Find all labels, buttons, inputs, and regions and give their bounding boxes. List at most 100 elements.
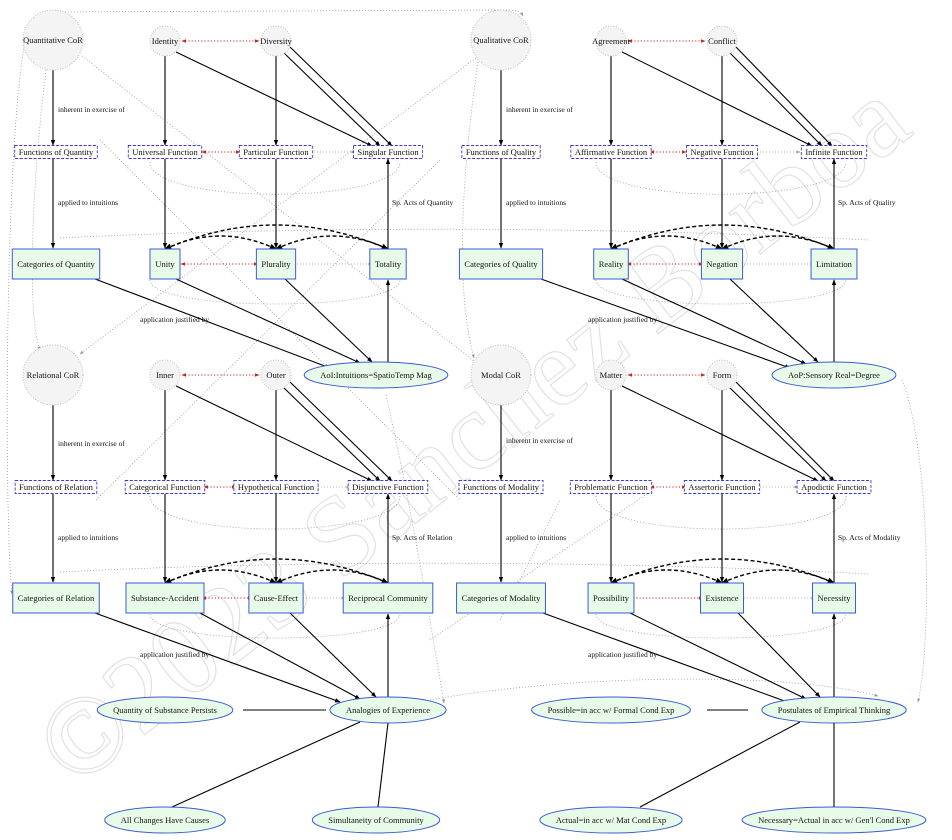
node-shape [456,582,546,614]
node-label: Reality [599,259,624,269]
node-apodictic-function: Apodictic Function [796,480,872,494]
node-possibility: Possibility [587,582,635,614]
node-label: Singular Function [357,147,419,157]
node-matter: Matter [595,359,627,391]
node-relational-cor: Relational CoR [22,344,84,406]
dotted-connection [901,379,927,703]
node-shape [260,25,292,57]
node-shape [125,582,205,614]
node-shape [593,248,629,280]
node-negative-function: Negative Function [686,145,758,159]
node-shape [149,248,181,280]
node-label: Quantity of Substance Persists [113,705,217,715]
dashed-arc [164,224,389,250]
node-label: Categories of Quantity [17,259,95,269]
node-shape [458,248,544,280]
dotted-connection [595,495,847,530]
node-aoi: AoI:Intuitions=SpatioTemp Mag [303,361,449,389]
dotted-connection [59,562,869,575]
node-aop: AoP:Sensory Real=Degree [771,361,897,389]
edges [50,39,837,808]
node-label: Necessity [817,593,851,603]
node-necessity: Necessity [811,582,857,614]
edge-label: Sp. Acts of Modality [838,533,901,542]
node-label: Plurality [261,259,291,269]
node-cause-effect: Cause-Effect [248,582,304,614]
node-form: Form [706,359,738,391]
node-label: Qualitative CoR [473,35,529,45]
dotted-connections [6,9,927,704]
node-shape [22,9,84,71]
node-particular-function: Particular Function [238,145,314,159]
edge-line [542,612,791,704]
node-label: AoP:Sensory Real=Degree [788,370,880,380]
dotted-connection [31,69,47,351]
node-unity: Unity [149,248,181,280]
node-categories-of-relation: Categories of Relation [12,582,100,614]
dashed-arc [610,569,723,584]
node-shape [761,696,907,724]
node-totality: Totality [369,248,407,280]
dotted-connection [149,279,401,305]
node-shape [461,145,541,159]
edge-line [737,612,821,698]
node-actual: Actual=in acc w/ Mat Cond Exp [539,806,683,834]
edge-line [729,387,827,482]
node-label: Analogies of Experience [346,705,430,715]
node-shape [11,248,101,280]
dotted-connection [6,27,29,595]
edge-line [175,278,361,364]
node-shape [149,25,181,57]
node-label: AoI:Intuitions=SpatioTemp Mag [320,370,432,380]
node-label: Apodictic Function [801,482,868,492]
node-shape [255,248,297,280]
node-label: Universal Function [132,147,198,157]
edge-line [289,381,393,482]
dotted-connection [595,613,847,639]
node-shape [260,359,292,391]
node-label: Agreement [592,36,630,46]
node-universal-function: Universal Function [127,145,203,159]
edge-line [629,612,807,700]
node-quantitative-cor: Quantitative CoR [22,9,84,71]
node-functions-of-relation: Functions of Relation [14,480,98,494]
node-label: Disjunctive Function [352,482,424,492]
node-label: Categories of Relation [18,593,95,603]
edge-label: Sp. Acts of Relation [392,533,453,542]
edge-line [621,385,819,482]
edge-line [735,46,833,147]
edge-line [621,278,807,365]
node-shape [14,145,98,159]
node-label: Actual=in acc w/ Mat Cond Exp [556,815,666,825]
node-shape [570,145,652,159]
node-label: Categories of Quality [464,259,538,269]
edge-line [283,52,381,147]
node-label: Postulates of Empirical Thinking [778,705,891,715]
dotted-connection [595,161,847,195]
node-label: Assertoric Function [688,482,756,492]
node-label: Inner [156,370,174,380]
node-affirmative-function: Affirmative Function [570,145,652,159]
edge-label: inherent in exercise of [506,436,573,445]
dotted-connection [429,491,651,641]
node-possible: Possible=in acc w/ Formal Cond Exp [531,696,691,724]
node-shape [458,480,544,494]
node-plurality: Plurality [255,248,297,280]
node-label: Modal CoR [481,370,521,380]
node-disjunctive-function: Disjunctive Function [347,480,429,494]
edge-label: applied to intuitions [58,533,118,542]
node-simultaneity-of-community: Simultaneity of Community [311,806,441,834]
node-categories-of-modality: Categories of Modality [456,582,546,614]
node-infinite-function: Infinite Function [800,145,868,159]
node-qualitative-cor: Qualitative CoR [470,9,532,71]
node-shape [238,145,314,159]
node-categorical-function: Categorical Function [124,480,206,494]
watermark: ©2023 Sanchez Borboa [13,55,931,810]
node-shape [470,9,532,71]
edge-label: applied to intuitions [506,198,566,207]
node-existence: Existence [699,582,745,614]
node-conflict: Conflict [706,25,738,57]
node-label: Substance-Accident [131,593,200,603]
